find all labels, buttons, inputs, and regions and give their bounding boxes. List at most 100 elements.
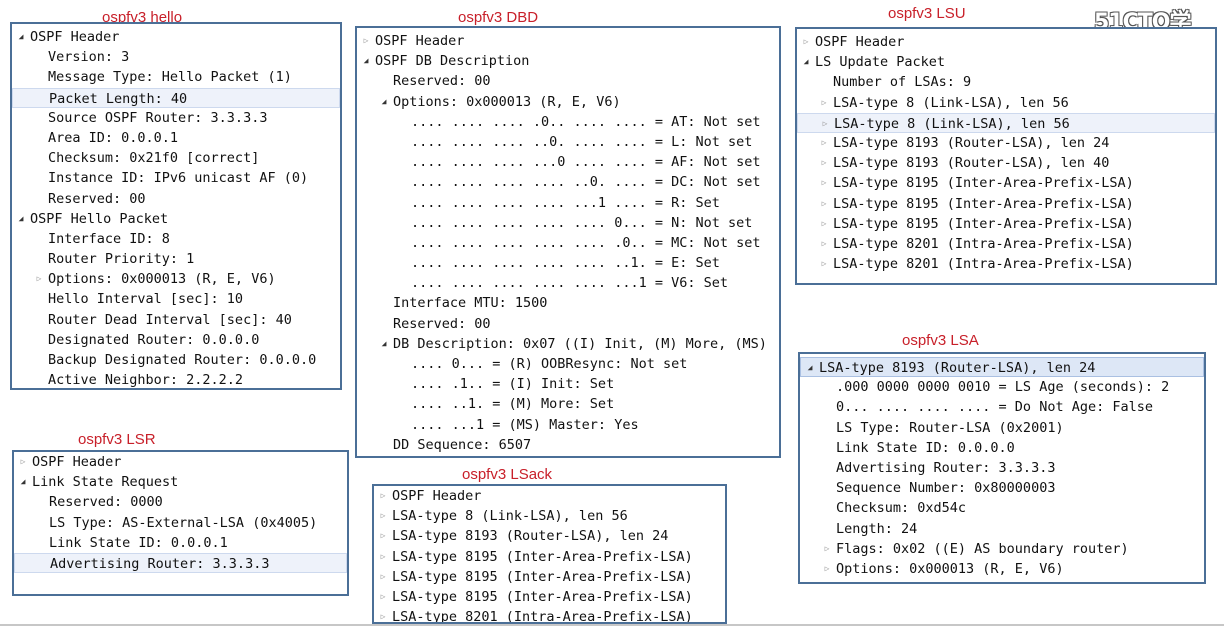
collapsed-triangle-icon[interactable]: ▷ [821, 178, 827, 188]
expanded-triangle-icon[interactable]: ◢ [363, 56, 369, 66]
dbd-tree-row[interactable]: .... .... .... .... ...1 .... = R: Set [357, 193, 779, 213]
lsa-tree-row[interactable]: ◢LSA-type 8193 (Router-LSA), len 24 [800, 357, 1204, 378]
collapsed-triangle-icon[interactable]: ▷ [380, 612, 386, 622]
dbd-tree-row[interactable]: DD Sequence: 6507 [357, 435, 779, 455]
lsack-tree-row[interactable]: ▷OSPF Header [374, 486, 725, 506]
hello-tree-row[interactable]: Hello Interval [sec]: 10 [12, 289, 340, 309]
dbd-tree-row[interactable]: ▷OSPF Header [357, 31, 779, 51]
dbd-tree-row[interactable]: ◢Options: 0x000013 (R, E, V6) [357, 92, 779, 112]
lsa-tree-row[interactable]: Sequence Number: 0x80000003 [800, 478, 1204, 498]
hello-tree-row[interactable]: Router Priority: 1 [12, 249, 340, 269]
lsu-tree-row[interactable]: ▷LSA-type 8195 (Inter-Area-Prefix-LSA) [797, 214, 1215, 234]
lsr-tree-row[interactable]: Reserved: 0000 [14, 492, 347, 512]
hello-tree-row[interactable]: Reserved: 00 [12, 189, 340, 209]
collapsed-triangle-icon[interactable]: ▷ [821, 198, 827, 208]
dbd-tree-row[interactable]: Interface MTU: 1500 [357, 293, 779, 313]
dbd-tree-row[interactable]: .... .... .... ...0 .... .... = AF: Not … [357, 152, 779, 172]
expanded-triangle-icon[interactable]: ◢ [381, 96, 387, 106]
lsa-tree-row[interactable]: ▷Options: 0x000013 (R, E, V6) [800, 559, 1204, 579]
dbd-tree-row[interactable]: .... .... .... ..0. .... .... = L: Not s… [357, 132, 779, 152]
dbd-tree-row[interactable]: .... .... .... .... .... 0... = N: Not s… [357, 213, 779, 233]
expanded-triangle-icon[interactable]: ◢ [20, 477, 26, 487]
lsa-tree-row[interactable]: Advertising Router: 3.3.3.3 [800, 458, 1204, 478]
dbd-tree-row[interactable]: .... 0... = (R) OOBResync: Not set [357, 354, 779, 374]
lsa-tree-row[interactable]: LS Type: Router-LSA (0x2001) [800, 418, 1204, 438]
collapsed-triangle-icon[interactable]: ▷ [821, 158, 827, 168]
hello-tree-row[interactable]: Interface ID: 8 [12, 229, 340, 249]
lsu-tree-row[interactable]: ▷OSPF Header [797, 32, 1215, 52]
hello-tree-row[interactable]: Checksum: 0x21f0 [correct] [12, 148, 340, 168]
hello-tree-row[interactable]: ▷Options: 0x000013 (R, E, V6) [12, 269, 340, 289]
lsu-tree-row[interactable]: ▷LSA-type 8195 (Inter-Area-Prefix-LSA) [797, 194, 1215, 214]
lsa-tree-row[interactable]: Checksum: 0xd54c [800, 498, 1204, 518]
hello-tree-row[interactable]: Backup Designated Router: 0.0.0.0 [12, 350, 340, 370]
hello-tree-row[interactable]: Router Dead Interval [sec]: 40 [12, 310, 340, 330]
collapsed-triangle-icon[interactable]: ▷ [803, 37, 809, 46]
lsack-tree-row[interactable]: ▷LSA-type 8201 (Intra-Area-Prefix-LSA) [374, 607, 725, 622]
dbd-tree-row[interactable]: .... ...1 = (MS) Master: Yes [357, 415, 779, 435]
lsa-tree-row[interactable]: .000 0000 0000 0010 = LS Age (seconds): … [800, 377, 1204, 397]
lsr-tree-row[interactable]: Link State ID: 0.0.0.1 [14, 533, 347, 553]
dbd-tree-row[interactable]: ◢OSPF DB Description [357, 51, 779, 71]
collapsed-triangle-icon[interactable]: ▷ [380, 491, 386, 500]
lsa-tree-row[interactable]: Link State ID: 0.0.0.0 [800, 438, 1204, 458]
lsa-tree-row[interactable]: 0... .... .... .... = Do Not Age: False [800, 397, 1204, 417]
lsu-tree-row[interactable]: ▷LSA-type 8 (Link-LSA), len 56 [797, 112, 1215, 133]
expanded-triangle-icon[interactable]: ◢ [18, 213, 24, 223]
hello-tree-row[interactable]: Source OSPF Router: 3.3.3.3 [12, 108, 340, 128]
dbd-tree-row[interactable]: Reserved: 00 [357, 314, 779, 334]
hello-tree-row[interactable]: ◢OSPF Header [12, 27, 340, 47]
lsu-tree-row[interactable]: ▷LSA-type 8193 (Router-LSA), len 24 [797, 133, 1215, 153]
collapsed-triangle-icon[interactable]: ▷ [380, 511, 386, 521]
expanded-triangle-icon[interactable]: ◢ [807, 363, 813, 372]
dbd-tree-row[interactable]: .... .... .... .0.. .... .... = AT: Not … [357, 112, 779, 132]
hello-tree-row[interactable]: ◢OSPF Hello Packet [12, 209, 340, 229]
lsr-tree-row[interactable]: LS Type: AS-External-LSA (0x4005) [14, 513, 347, 533]
collapsed-triangle-icon[interactable]: ▷ [821, 97, 827, 107]
hello-tree-row[interactable]: Area ID: 0.0.0.1 [12, 128, 340, 148]
collapsed-triangle-icon[interactable]: ▷ [380, 531, 386, 541]
lsack-tree-row[interactable]: ▷LSA-type 8195 (Inter-Area-Prefix-LSA) [374, 567, 725, 587]
collapsed-triangle-icon[interactable]: ▷ [36, 274, 42, 284]
lsr-tree-row[interactable]: ◢Link State Request [14, 472, 347, 492]
collapsed-triangle-icon[interactable]: ▷ [824, 563, 830, 573]
hello-tree-row[interactable]: Version: 3 [12, 47, 340, 67]
collapsed-triangle-icon[interactable]: ▷ [380, 591, 386, 601]
lsu-tree-row[interactable]: ▷LSA-type 8193 (Router-LSA), len 40 [797, 153, 1215, 173]
collapsed-triangle-icon[interactable]: ▷ [822, 118, 828, 128]
lsr-tree-row[interactable]: ▷OSPF Header [14, 452, 347, 472]
collapsed-triangle-icon[interactable]: ▷ [821, 238, 827, 248]
dbd-tree-row[interactable]: .... .... .... .... .... .0.. = MC: Not … [357, 233, 779, 253]
lsack-tree-row[interactable]: ▷LSA-type 8195 (Inter-Area-Prefix-LSA) [374, 587, 725, 607]
hello-tree-row[interactable]: Packet Length: 40 [12, 87, 340, 108]
expanded-triangle-icon[interactable]: ◢ [18, 32, 24, 41]
lsu-tree-row[interactable]: ▷LSA-type 8 (Link-LSA), len 56 [797, 93, 1215, 113]
expanded-triangle-icon[interactable]: ◢ [803, 57, 809, 67]
hello-tree-row[interactable]: Designated Router: 0.0.0.0 [12, 330, 340, 350]
dbd-tree-row[interactable]: .... .1.. = (I) Init: Set [357, 374, 779, 394]
lsu-tree-row[interactable]: Number of LSAs: 9 [797, 72, 1215, 92]
dbd-tree-row[interactable]: Reserved: 00 [357, 71, 779, 91]
hello-tree-row[interactable]: Instance ID: IPv6 unicast AF (0) [12, 168, 340, 188]
hello-tree-row[interactable]: Message Type: Hello Packet (1) [12, 67, 340, 87]
collapsed-triangle-icon[interactable]: ▷ [821, 137, 827, 147]
lsr-tree-row[interactable]: Advertising Router: 3.3.3.3 [14, 552, 347, 574]
collapsed-triangle-icon[interactable]: ▷ [363, 36, 369, 45]
lsack-tree-row[interactable]: ▷LSA-type 8193 (Router-LSA), len 24 [374, 526, 725, 546]
expanded-triangle-icon[interactable]: ◢ [381, 338, 387, 348]
lsu-tree-row[interactable]: ▷LSA-type 8195 (Inter-Area-Prefix-LSA) [797, 173, 1215, 193]
dbd-tree-row[interactable]: .... .... .... .... ..0. .... = DC: Not … [357, 172, 779, 192]
collapsed-triangle-icon[interactable]: ▷ [821, 218, 827, 228]
lsu-tree-row[interactable]: ◢LS Update Packet [797, 52, 1215, 72]
hello-tree-row[interactable]: Active Neighbor: 2.2.2.2 [12, 370, 340, 388]
collapsed-triangle-icon[interactable]: ▷ [380, 571, 386, 581]
lsa-tree-row[interactable]: Length: 24 [800, 519, 1204, 539]
collapsed-triangle-icon[interactable]: ▷ [821, 259, 827, 269]
lsu-tree-row[interactable]: ▷LSA-type 8201 (Intra-Area-Prefix-LSA) [797, 234, 1215, 254]
dbd-tree-row[interactable]: .... ..1. = (M) More: Set [357, 394, 779, 414]
lsack-tree-row[interactable]: ▷LSA-type 8195 (Inter-Area-Prefix-LSA) [374, 547, 725, 567]
collapsed-triangle-icon[interactable]: ▷ [824, 543, 830, 553]
dbd-tree-row[interactable]: .... .... .... .... .... ..1. = E: Set [357, 253, 779, 273]
dbd-tree-row[interactable]: .... .... .... .... .... ...1 = V6: Set [357, 273, 779, 293]
lsa-tree-row[interactable]: ▷Flags: 0x02 ((E) AS boundary router) [800, 539, 1204, 559]
